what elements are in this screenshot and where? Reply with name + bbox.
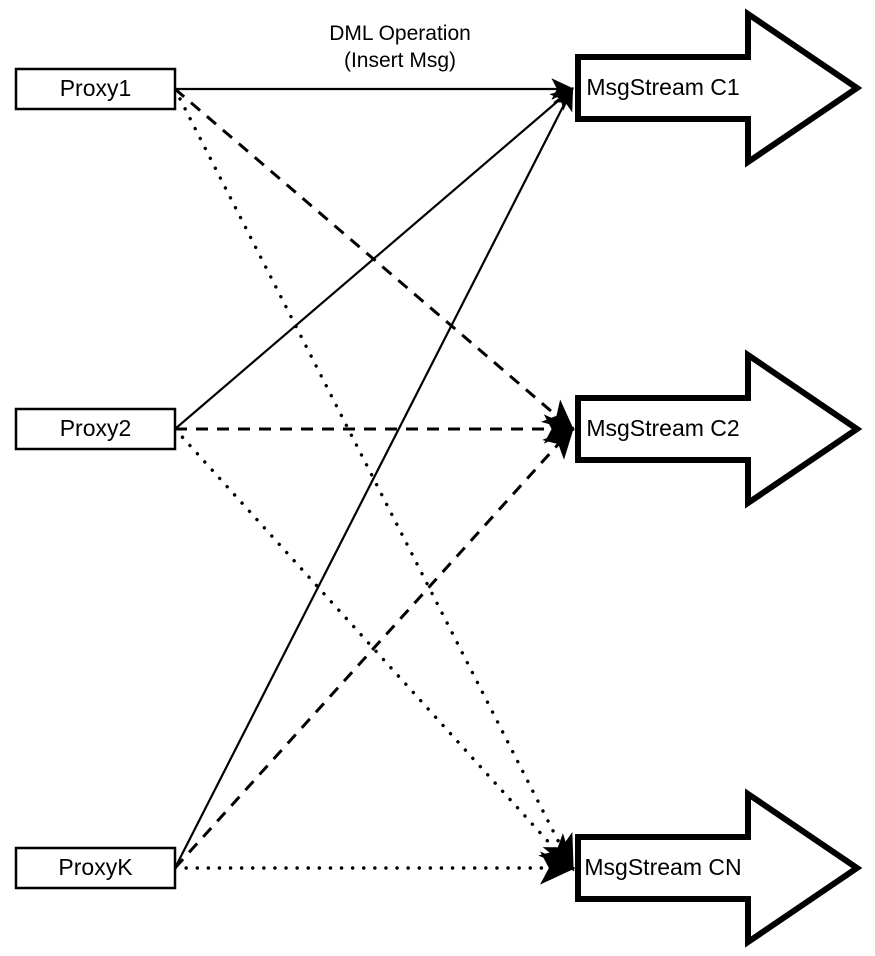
stream-label-stream_c2: MsgStream C2 — [586, 415, 739, 441]
proxy-node-proxy2[interactable]: Proxy2 — [14, 407, 177, 451]
stream-label-stream_c1: MsgStream C1 — [586, 74, 739, 100]
proxy-label-proxy2: Proxy2 — [60, 415, 132, 441]
link-p2-c1 — [174, 87, 574, 430]
links-layer — [173, 78, 576, 885]
stream-label-stream_cn: MsgStream CN — [584, 854, 741, 880]
proxy-label-proxyk: ProxyK — [58, 854, 133, 880]
proxy-box-proxy1 — [14, 67, 177, 111]
edge-label-dml-operation: DML Operation — [329, 22, 471, 45]
stream-node-stream_c2[interactable]: MsgStream C2 — [575, 349, 863, 509]
link-p1-cn — [173, 87, 574, 872]
proxy-label-proxy1: Proxy1 — [60, 75, 132, 101]
stream-node-stream_c1[interactable]: MsgStream C1 — [575, 8, 863, 168]
proxy-box-proxy2 — [14, 407, 177, 451]
stream-arrow-shape-stream_c2 — [575, 349, 863, 509]
edge-label-insert-msg: (Insert Msg) — [344, 49, 456, 72]
streams-layer: MsgStream C1 MsgStream C2 MsgStream CN — [575, 8, 863, 948]
proxy-node-proxyk[interactable]: ProxyK — [14, 846, 177, 890]
proxy-box-proxyk — [14, 846, 177, 890]
link-pk-c2 — [173, 426, 575, 870]
link-p2-cn — [173, 427, 575, 871]
stream-arrow-shape-stream_cn — [575, 788, 863, 948]
proxy-node-proxy1[interactable]: Proxy1 — [14, 67, 177, 111]
stream-node-stream_cn[interactable]: MsgStream CN — [575, 788, 863, 948]
link-pk-c1 — [174, 86, 574, 869]
stream-arrow-shape-stream_c1 — [575, 8, 863, 168]
